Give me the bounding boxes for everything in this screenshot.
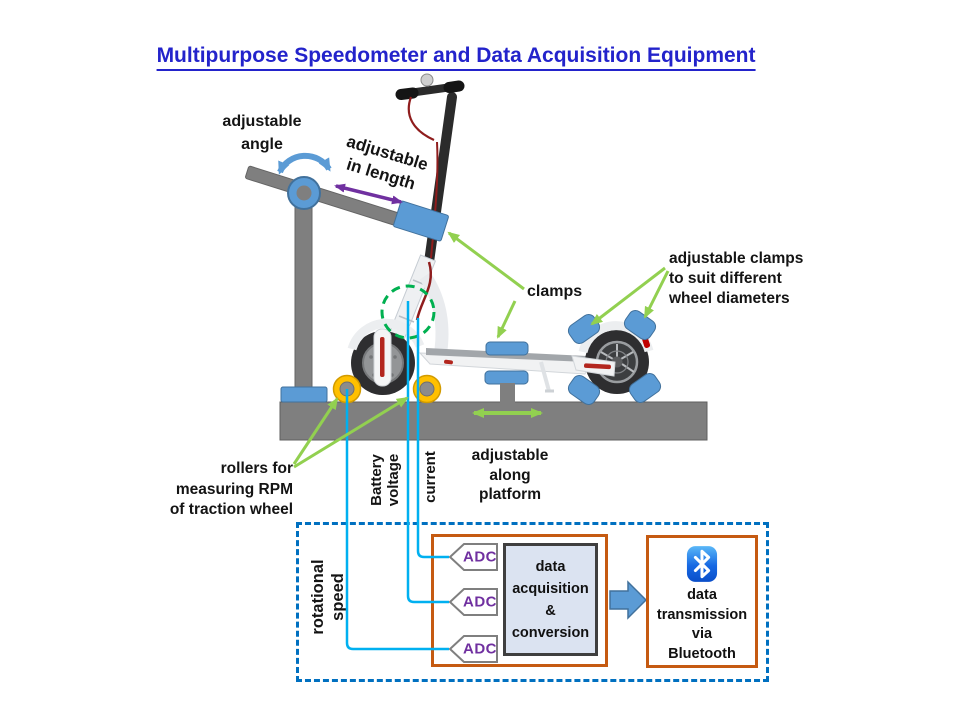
label-adjustable-along-platform: adjustable along platform (471, 447, 549, 503)
label-battery-voltage: Battery voltage (368, 453, 402, 507)
adc-label-2: ADC (463, 593, 497, 611)
label-current: current (422, 451, 439, 503)
data-acquisition-box: data acquisition & conversion (503, 543, 598, 656)
label-rotational-speed: rotational speed (309, 559, 347, 635)
bell (420, 73, 434, 87)
adc-block-1 (448, 543, 498, 571)
adc-block-3 (448, 635, 498, 663)
adc-block-2 (448, 588, 498, 616)
page-title: Multipurpose Speedometer and Data Acquis… (156, 44, 756, 71)
wheel-clamp (628, 373, 662, 403)
vertical-post (294, 188, 313, 391)
deck-clamp-post (500, 383, 515, 403)
adc-label-3: ADC (463, 640, 497, 658)
label-adjustable-clamps: adjustable clamps to suit different whee… (669, 250, 804, 307)
label-rollers: rollers for measuring RPM of traction wh… (169, 460, 293, 518)
stem-clamp (393, 200, 449, 242)
measurement-system-boundary (296, 522, 769, 682)
bluetooth-label: data transmission via Bluetooth (656, 587, 748, 662)
daq-shapes (448, 543, 648, 663)
bluetooth-module-box: data transmission via Bluetooth (646, 535, 758, 668)
kickstand (539, 361, 551, 392)
bluetooth-icon (686, 546, 718, 582)
deck-clamp-bottom (484, 370, 529, 385)
post-foot (280, 386, 328, 403)
label-clamps: clamps (527, 283, 583, 300)
brake-cable (407, 96, 435, 142)
wheel-clamp (567, 375, 601, 405)
label-adjustable-angle: adjustable angle (222, 113, 302, 153)
adc-label-1: ADC (463, 548, 497, 566)
platform (279, 401, 708, 441)
deck-clamp-top (485, 341, 529, 356)
flow-arrow (609, 580, 648, 620)
